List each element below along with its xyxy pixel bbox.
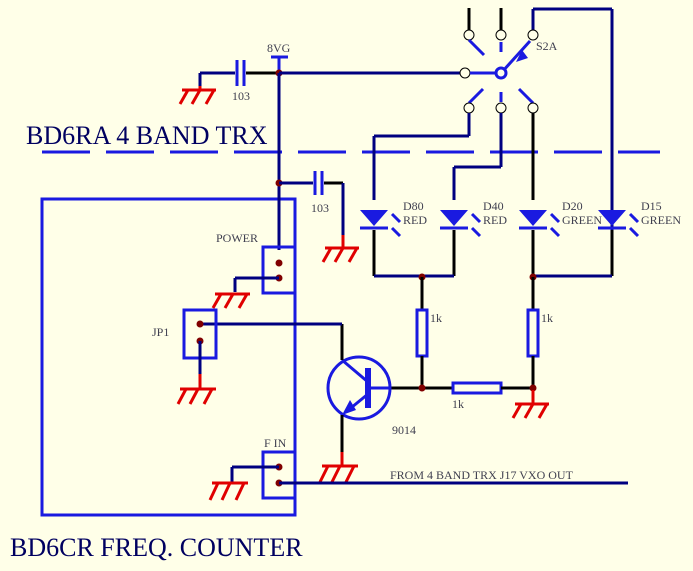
- switch-label: S2A: [536, 39, 558, 53]
- power-label: POWER: [216, 231, 258, 245]
- transistor-9014: [326, 355, 392, 421]
- cap2-label: 103: [311, 201, 329, 215]
- r3-label: 1k: [452, 397, 464, 411]
- fin-label: F IN: [264, 436, 287, 450]
- r1-label: 1k: [430, 311, 442, 325]
- vcc-label: 8VG: [267, 41, 291, 55]
- led-d80-name: D80: [403, 199, 424, 213]
- trx-title: BD6RA 4 BAND TRX: [26, 121, 268, 150]
- ground-symbol-fin: [208, 481, 248, 501]
- cap1-label: 103: [232, 89, 250, 103]
- led-d40-name: D40: [483, 199, 504, 213]
- resistor-r3: [451, 381, 503, 395]
- led-d15-color: GREEN: [641, 213, 681, 227]
- power-connector: [261, 245, 297, 295]
- led-d80: [360, 210, 402, 276]
- fin-connector: [261, 450, 297, 500]
- led-d20: [519, 210, 561, 276]
- r2-label: 1k: [541, 311, 553, 325]
- led-d20-name: D20: [562, 199, 583, 213]
- counter-title: BD6CR FREQ. COUNTER: [10, 533, 303, 562]
- jp1-label: JP1: [152, 325, 169, 339]
- resistor-r1: [415, 308, 429, 358]
- led-d15: [598, 210, 640, 276]
- resistor-r2: [526, 308, 540, 358]
- led-d40-color: RED: [483, 213, 507, 227]
- led-d15-name: D15: [641, 199, 662, 213]
- ground-symbol-resistor: [511, 390, 549, 419]
- ground-symbol-cap2: [321, 235, 359, 263]
- capacitor-c1: [235, 60, 246, 86]
- led-d40: [440, 210, 482, 276]
- led-d80-color: RED: [403, 213, 427, 227]
- ground-symbol-transistor: [318, 452, 358, 483]
- led-d20-color: GREEN: [562, 213, 602, 227]
- ground-symbol-jp1: [176, 374, 216, 405]
- transistor-label: 9014: [392, 423, 416, 437]
- input-note: FROM 4 BAND TRX J17 VXO OUT: [390, 468, 574, 482]
- ground-symbol-top: [178, 73, 216, 105]
- ground-symbol-power: [211, 292, 250, 309]
- counter-box: [40, 197, 297, 517]
